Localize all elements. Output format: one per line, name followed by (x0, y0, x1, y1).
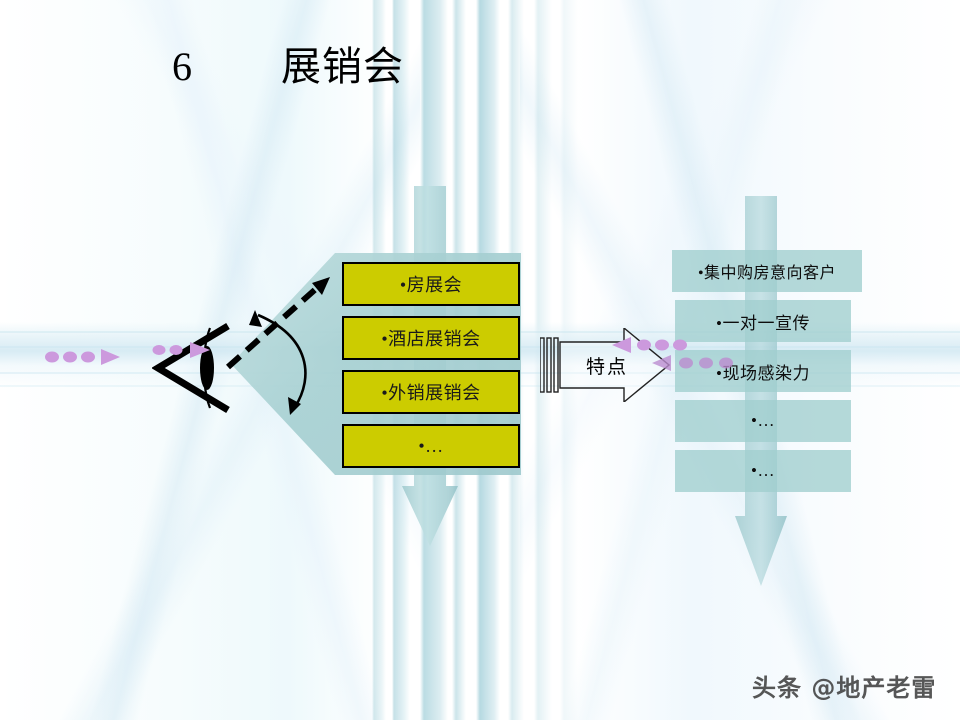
eye-icon (152, 322, 230, 414)
list-item[interactable]: •… (675, 400, 851, 442)
dashed-arrow-line (226, 284, 320, 370)
list-item[interactable]: •外销展销会 (342, 370, 520, 414)
curved-arrow-head-bottom (288, 397, 301, 415)
dotted-arrow-left-icon (612, 337, 687, 353)
dashed-arrow-head (312, 277, 330, 295)
list-item[interactable]: •… (342, 424, 520, 468)
list-item[interactable]: •一对一宣传 (675, 300, 851, 342)
feature-arrow-label: 特点 (585, 357, 628, 378)
dotted-arrow-right-icon (45, 349, 120, 365)
list-item[interactable]: •现场感染力 (675, 350, 851, 392)
list-item[interactable]: •房展会 (342, 262, 520, 306)
list-item[interactable]: •… (675, 450, 851, 492)
page-title: 6 展销会 (172, 44, 404, 89)
left-pentagon-container (231, 253, 521, 475)
watermark-text: 头条 @地产老雷 (752, 674, 937, 702)
list-item[interactable]: •集中购房意向客户 (672, 250, 862, 292)
curved-arrow-path (257, 313, 307, 408)
connector-arrows (226, 277, 330, 415)
curved-arrow-head-top (249, 310, 262, 327)
dotted-arrow-left-icon (652, 355, 733, 371)
dotted-arrow-right-icon (152, 342, 210, 358)
list-item[interactable]: •酒店展销会 (342, 316, 520, 360)
